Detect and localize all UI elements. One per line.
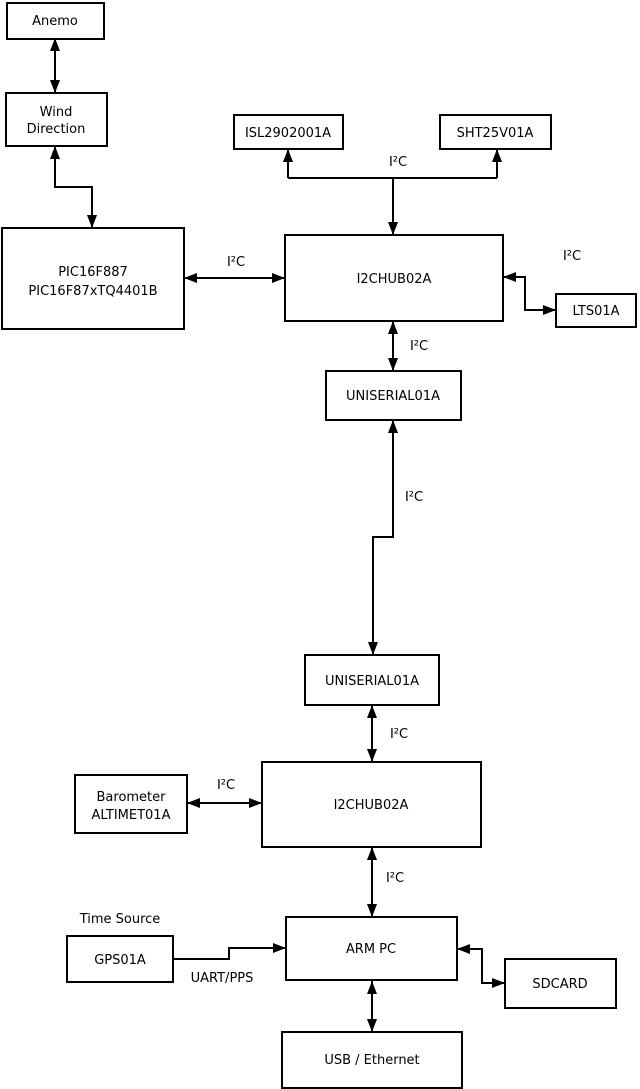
node-uniserial-upper: UNISERIAL01A: [325, 370, 462, 421]
node-anemo: Anemo: [6, 2, 105, 40]
sdcard-label: SDCARD: [532, 977, 587, 992]
node-lts: LTS01A: [555, 293, 637, 328]
isl-box: [233, 114, 344, 150]
node-wind-direction: Wind Direction: [5, 92, 108, 147]
lts-box: [555, 293, 637, 328]
node-gps: GPS01A: [66, 935, 174, 983]
i2c-label-uniserial-hub-lower: I²C: [390, 727, 408, 742]
i2c-label-hub-armpc: I²C: [386, 871, 404, 886]
node-sdcard: SDCARD: [504, 958, 617, 1009]
edge-wind-pic: [50, 146, 97, 228]
i2c-label-barometer-hub: I²C: [217, 778, 235, 793]
i2c-hub-lower-label: I2CHUB02A: [334, 798, 409, 813]
sdcard-box: [504, 958, 617, 1009]
uniserial-upper-box: [325, 370, 462, 421]
node-barometer: Barometer ALTIMET01A: [74, 774, 188, 834]
usb-ethernet-label: USB / Ethernet: [324, 1053, 419, 1068]
barometer-box: [74, 774, 188, 834]
time-source-label: Time Source: [79, 912, 161, 927]
i2c-label-hub-uniserial: I²C: [410, 339, 428, 354]
arm-pc-label: ARM PC: [346, 942, 396, 957]
uart-pps-label: UART/PPS: [191, 971, 254, 986]
i2c-hub-lower-box: [261, 761, 482, 848]
gps-label: GPS01A: [94, 953, 146, 968]
edge-armpc-sdcard: [457, 944, 505, 988]
node-usb-ethernet: USB / Ethernet: [281, 1031, 463, 1089]
anemo-label: Anemo: [32, 14, 78, 29]
node-sht: SHT25V01A: [439, 114, 552, 150]
lts-label: LTS01A: [572, 304, 619, 319]
wind-direction-box: [5, 92, 108, 147]
i2c-label-hub-lts: I²C: [563, 249, 581, 264]
i2c-label-pic-hub: I²C: [227, 255, 245, 270]
i2c-label-long-link: I²C: [405, 490, 423, 505]
pic-label-line2: PIC16F87xTQ4401B: [28, 284, 157, 299]
usb-ethernet-box: [281, 1031, 463, 1089]
barometer-label-line1: Barometer: [97, 790, 167, 805]
uniserial-lower-label: UNISERIAL01A: [325, 674, 419, 689]
sht-box: [439, 114, 552, 150]
arm-pc-box: [285, 916, 458, 981]
barometer-label-line2: ALTIMET01A: [92, 808, 171, 823]
i2c-hub-upper-label: I2CHUB02A: [357, 272, 432, 287]
anemo-box: [6, 2, 105, 40]
node-arm-pc: ARM PC: [285, 916, 458, 981]
uniserial-lower-box: [304, 654, 440, 706]
pic-label-line1: PIC16F887: [58, 265, 128, 280]
node-uniserial-lower: UNISERIAL01A: [304, 654, 440, 706]
pic-box: [1, 227, 185, 330]
sht-label: SHT25V01A: [457, 126, 534, 141]
edge-gps-armpc: [173, 943, 286, 960]
node-isl: ISL2902001A: [233, 114, 344, 150]
isl-label: ISL2902001A: [245, 126, 331, 141]
wind-direction-label-line1: Wind: [40, 105, 73, 120]
uniserial-upper-label: UNISERIAL01A: [346, 389, 440, 404]
i2c-hub-upper-box: [284, 234, 504, 322]
node-pic: PIC16F887 PIC16F87xTQ4401B: [1, 227, 185, 330]
edge-uniserial-upper-uniserial-lower: [368, 420, 398, 655]
node-i2c-hub-lower: I2CHUB02A: [261, 761, 482, 848]
i2c-label-branch: I²C: [389, 155, 407, 170]
node-i2c-hub-upper: I2CHUB02A: [284, 234, 504, 322]
wind-direction-label-line2: Direction: [27, 122, 86, 137]
edge-hub-upper-lts: [503, 272, 556, 315]
gps-box: [66, 935, 174, 983]
